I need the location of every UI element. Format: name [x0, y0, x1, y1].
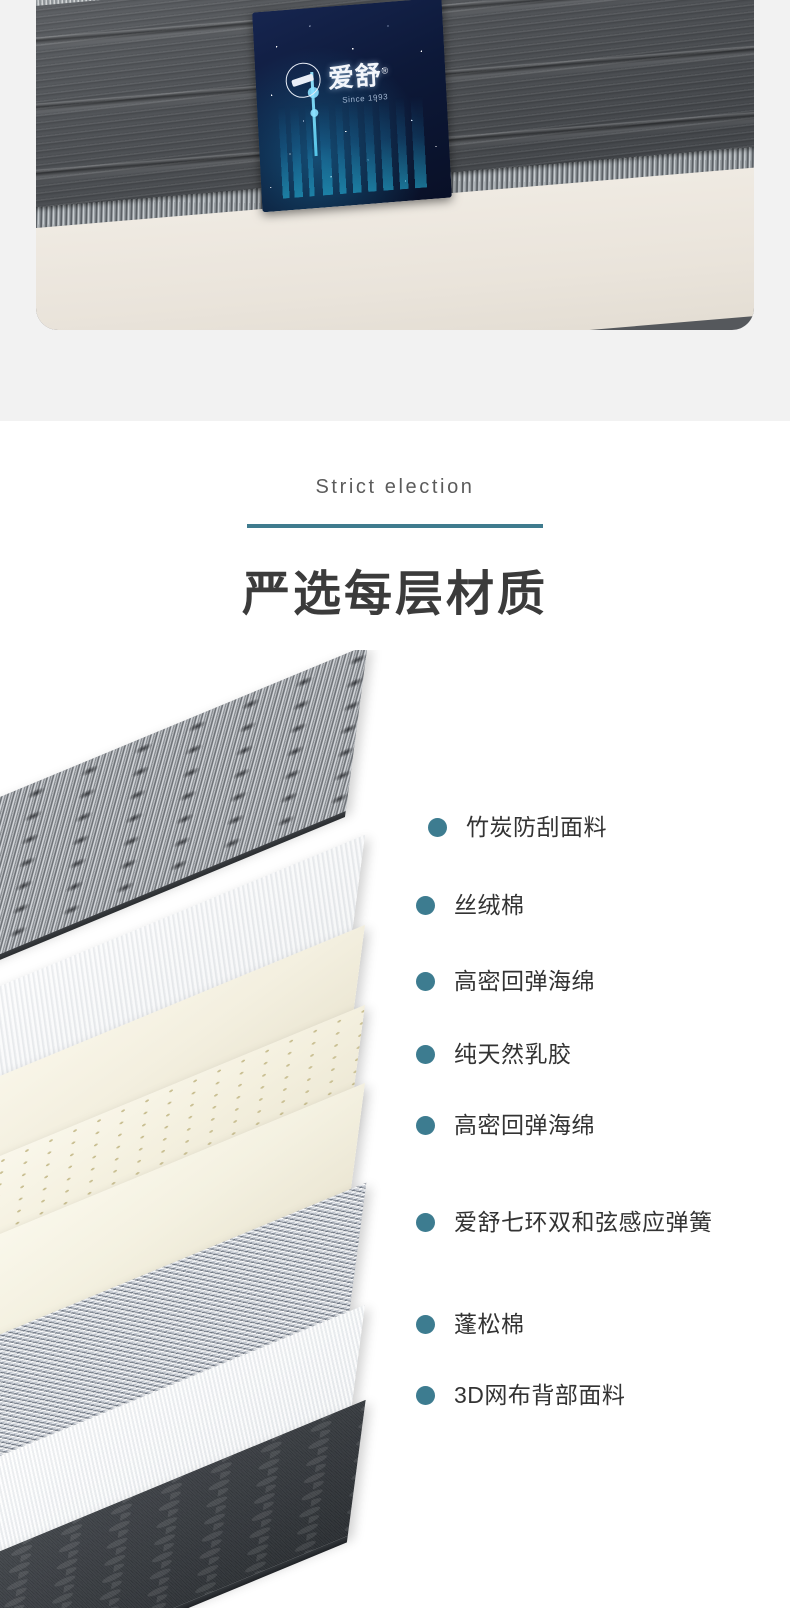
section-title-cn: 严选每层材质: [241, 568, 548, 621]
section-eyebrow-en: Strict election: [315, 476, 475, 498]
layer-callout-list: 竹炭防刮面料 丝绒棉 高密回弹海绵 纯天然乳胶 高密回弹海绵 爱舒七环双和弦感应…: [0, 650, 790, 1608]
callout-label: 爱舒七环双和弦感应弹簧: [454, 1209, 713, 1235]
callout-bullet-icon: [416, 1386, 435, 1405]
callout-label: 高密回弹海绵: [454, 1112, 595, 1138]
callout-bullet-icon: [416, 1213, 435, 1232]
callout-spring-unit[interactable]: 爱舒七环双和弦感应弹簧: [416, 1211, 713, 1234]
callout-high-density-foam-lower[interactable]: 高密回弹海绵: [416, 1114, 595, 1137]
brand-logo-text: 爱舒®: [327, 59, 390, 94]
callout-label: 高密回弹海绵: [454, 968, 595, 994]
brand-patch-label: 爱舒® Since 1993: [252, 0, 452, 213]
callout-bullet-icon: [416, 1116, 435, 1135]
callout-natural-latex[interactable]: 纯天然乳胶: [416, 1043, 572, 1066]
callout-high-density-foam-upper[interactable]: 高密回弹海绵: [416, 970, 595, 993]
aishu-circle-logo-icon: [285, 61, 322, 100]
heading-divider-rule: [247, 524, 543, 528]
callout-bamboo-charcoal-fabric[interactable]: 竹炭防刮面料: [428, 816, 607, 839]
hero-section: 爱舒® Since 1993: [0, 0, 790, 421]
section-heading: Strict election 严选每层材质: [0, 421, 790, 624]
exploded-layer-diagram: 竹炭防刮面料 丝绒棉 高密回弹海绵 纯天然乳胶 高密回弹海绵 爱舒七环双和弦感应…: [0, 650, 790, 1608]
shanghai-skyline-icon: [268, 94, 440, 200]
callout-3d-mesh-backing[interactable]: 3D网布背部面料: [416, 1384, 625, 1407]
callout-silk-velvet-cotton[interactable]: 丝绒棉: [416, 894, 525, 917]
callout-bullet-icon: [416, 1045, 435, 1064]
callout-label: 蓬松棉: [454, 1311, 525, 1337]
layer-stack-clip: [0, 650, 430, 1608]
callout-bullet-icon: [416, 896, 435, 915]
callout-fluffy-cotton[interactable]: 蓬松棉: [416, 1313, 525, 1336]
mattress-closeup-photo: 爱舒® Since 1993: [36, 0, 754, 330]
callout-label: 丝绒棉: [454, 892, 525, 918]
registered-mark: ®: [381, 64, 390, 76]
callout-label: 纯天然乳胶: [454, 1041, 572, 1067]
callout-label: 3D网布背部面料: [454, 1382, 626, 1408]
callout-bullet-icon: [416, 972, 435, 991]
callout-bullet-icon: [428, 818, 447, 837]
callout-label: 竹炭防刮面料: [466, 814, 607, 840]
callout-bullet-icon: [416, 1315, 435, 1334]
